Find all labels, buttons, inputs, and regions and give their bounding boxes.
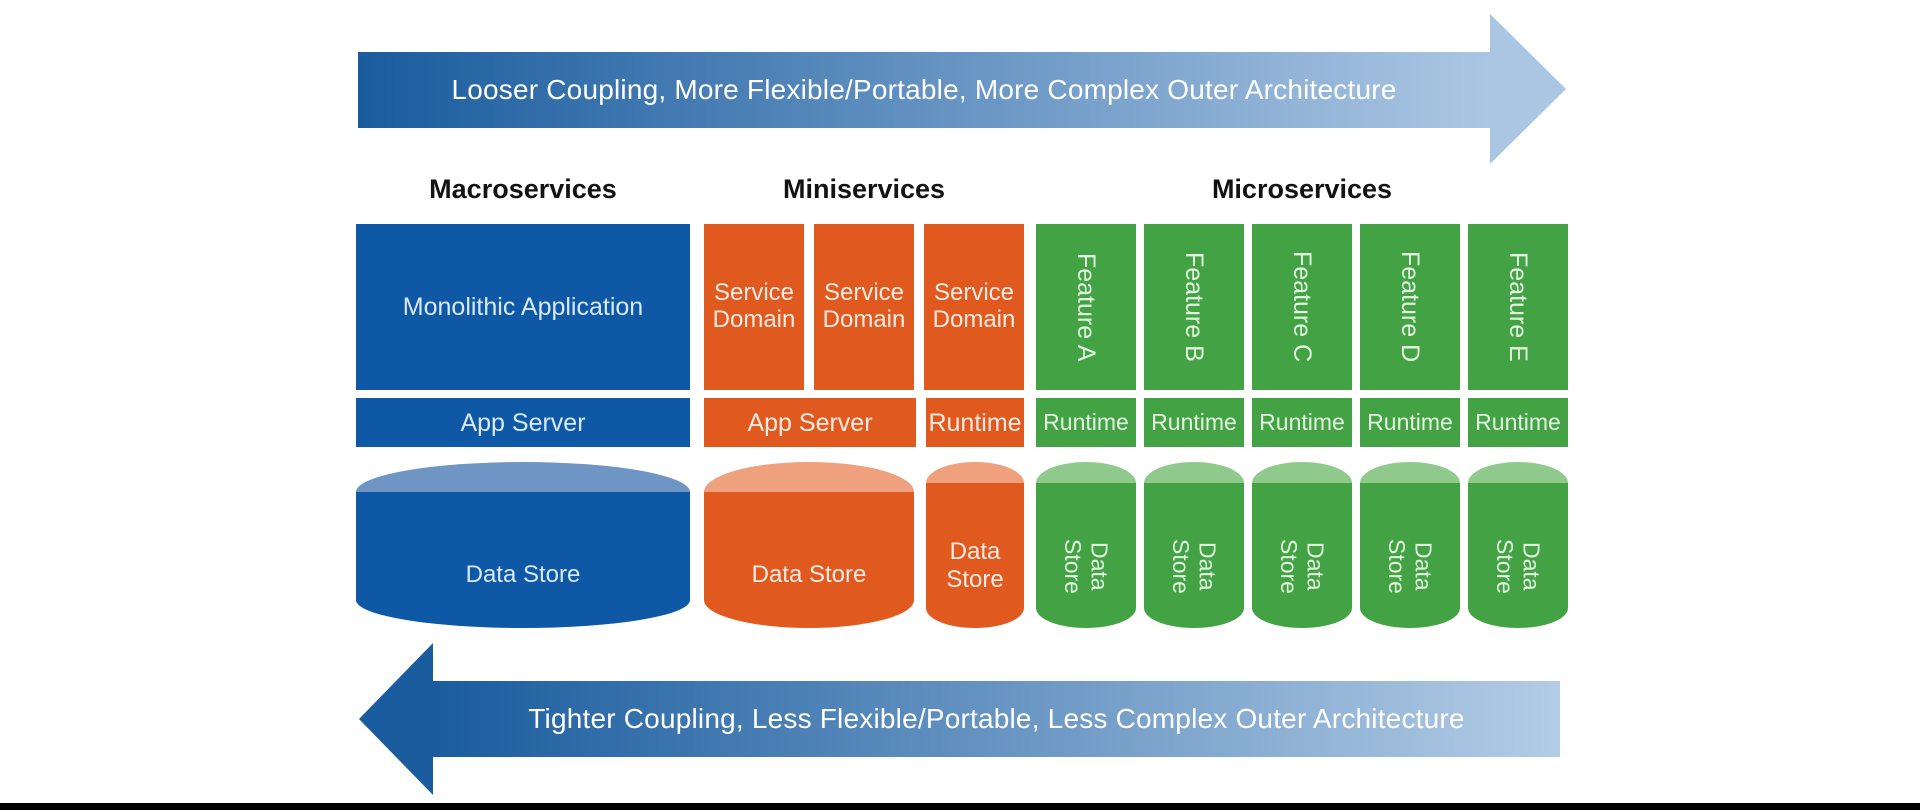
- mini-dedicated-datastore-cylinder: Data Store: [926, 462, 1024, 628]
- feature-d-runtime-block: Runtime: [1360, 398, 1460, 447]
- service-domain-label: Service Domain: [822, 279, 906, 333]
- cylinder-body: [1252, 483, 1352, 628]
- datastore-label: Data Store: [1168, 538, 1221, 594]
- monolithic-application-block: Monolithic Application: [356, 224, 690, 390]
- feature-d-block: Feature D: [1360, 224, 1460, 390]
- datastore-label: Data Store: [1384, 538, 1437, 594]
- datastore-label: Data Store: [946, 538, 1004, 593]
- runtime-label: Runtime: [1367, 408, 1453, 435]
- runtime-label: Runtime: [928, 408, 1022, 437]
- feature-a-runtime-block: Runtime: [1036, 398, 1136, 447]
- macro-datastore-cylinder: Data Store: [356, 462, 690, 628]
- app-server-label: App Server: [460, 408, 586, 437]
- miniservices-header: Miniservices: [782, 174, 946, 204]
- feature-b-label: Feature B: [1180, 252, 1208, 362]
- runtime-label: Runtime: [1259, 408, 1345, 435]
- feature-e-block: Feature E: [1468, 224, 1568, 390]
- cylinder-body: [704, 492, 914, 628]
- datastore-label: Data Store: [465, 561, 581, 589]
- bottom-arrow-label: Tighter Coupling, Less Flexible/Portable…: [528, 703, 1465, 734]
- feature-b-runtime-block: Runtime: [1144, 398, 1244, 447]
- feature-b-block: Feature B: [1144, 224, 1244, 390]
- cylinder-body: [1144, 483, 1244, 628]
- feature-e-datastore-cylinder: Data Store: [1468, 462, 1568, 628]
- feature-a-datastore-cylinder: Data Store: [1036, 462, 1136, 628]
- top-arrow-bar: Looser Coupling, More Flexible/Portable,…: [358, 52, 1490, 128]
- feature-a-block: Feature A: [1036, 224, 1136, 390]
- monolithic-application-label: Monolithic Application: [402, 293, 644, 321]
- runtime-label: Runtime: [1151, 408, 1237, 435]
- bottom-rule: [0, 803, 1920, 810]
- feature-b-datastore-cylinder: Data Store: [1144, 462, 1244, 628]
- feature-e-label: Feature E: [1504, 252, 1532, 362]
- datastore-label: Data Store: [1276, 538, 1329, 594]
- service-domain-block-3: Service Domain: [924, 224, 1024, 390]
- cylinder-body: [1360, 483, 1460, 628]
- top-arrow-label: Looser Coupling, More Flexible/Portable,…: [451, 74, 1397, 105]
- feature-c-block: Feature C: [1252, 224, 1352, 390]
- service-domain-block-2: Service Domain: [814, 224, 914, 390]
- cylinder-body: [1036, 483, 1136, 628]
- datastore-label: Data Store: [1492, 538, 1545, 594]
- cylinder-body: [926, 483, 1024, 628]
- service-domain-block-1: Service Domain: [704, 224, 804, 390]
- bottom-arrow-bar: Tighter Coupling, Less Flexible/Portable…: [433, 681, 1560, 757]
- mini-shared-datastore-cylinder: Data Store: [704, 462, 914, 628]
- feature-c-datastore-cylinder: Data Store: [1252, 462, 1352, 628]
- feature-c-label: Feature C: [1288, 251, 1316, 363]
- runtime-label: Runtime: [1043, 408, 1129, 435]
- service-domain-label: Service Domain: [932, 279, 1016, 333]
- left-arrowhead-icon: [359, 643, 433, 795]
- datastore-label: Data Store: [751, 561, 867, 589]
- microservices-header: Microservices: [1211, 174, 1393, 204]
- feature-c-runtime-block: Runtime: [1252, 398, 1352, 447]
- feature-d-label: Feature D: [1396, 251, 1424, 363]
- mini-runtime-block: Runtime: [926, 398, 1024, 447]
- feature-d-datastore-cylinder: Data Store: [1360, 462, 1460, 628]
- datastore-label: Data Store: [1060, 538, 1113, 594]
- macro-app-server-block: App Server: [356, 398, 690, 447]
- app-server-label: App Server: [747, 408, 873, 437]
- feature-a-label: Feature A: [1072, 252, 1100, 362]
- right-arrowhead-icon: [1490, 14, 1566, 164]
- macroservices-header: Macroservices: [429, 174, 617, 204]
- service-domain-label: Service Domain: [712, 279, 796, 333]
- cylinder-body: [356, 492, 690, 628]
- feature-e-runtime-block: Runtime: [1468, 398, 1568, 447]
- mini-app-server-block: App Server: [704, 398, 916, 447]
- cylinder-body: [1468, 483, 1568, 628]
- runtime-label: Runtime: [1475, 408, 1561, 435]
